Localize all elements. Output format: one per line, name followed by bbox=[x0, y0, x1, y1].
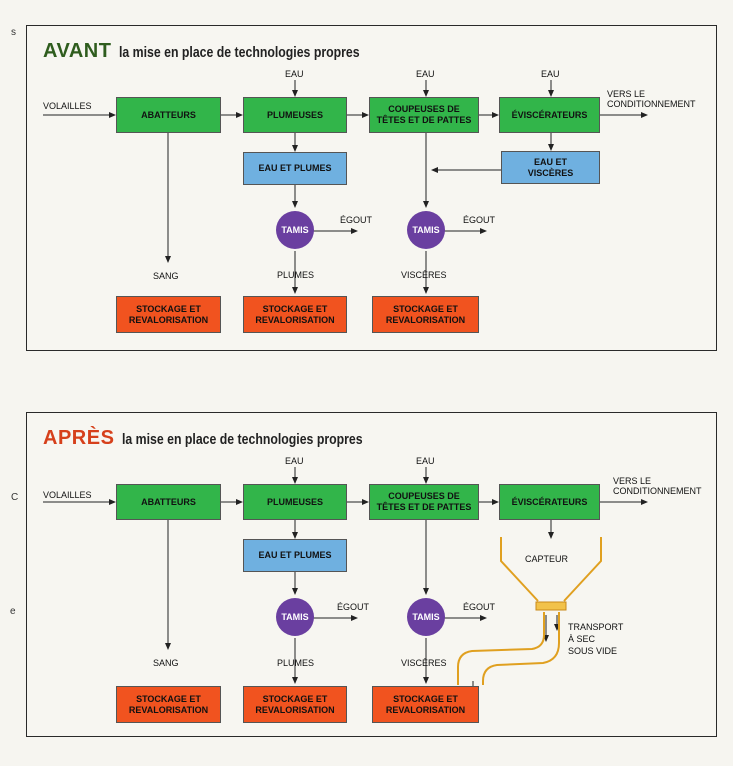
coupeuses-box: COUPEUSES DE TÊTES ET DE PATTES bbox=[369, 97, 479, 133]
avant-title: AVANT la mise en place de technologies pr… bbox=[43, 40, 413, 63]
transport-label: TRANSPORT À SEC SOUS VIDE bbox=[568, 622, 624, 656]
apres-heading: APRÈS bbox=[43, 427, 115, 449]
tamis-circle: TAMIS bbox=[276, 211, 314, 249]
eau-label: EAU bbox=[416, 456, 435, 466]
plumeuses-box: PLUMEUSES bbox=[243, 97, 347, 133]
stockage-box: STOCKAGE ET REVALORISATION bbox=[116, 686, 221, 723]
volailles-label: VOLAILLES bbox=[43, 490, 92, 500]
tamis-circle: TAMIS bbox=[276, 598, 314, 636]
egout-label: ÉGOUT bbox=[463, 602, 496, 612]
vers-conditionnement-label: VERS LE CONDITIONNEMENT bbox=[607, 89, 696, 109]
apres-flow-lines bbox=[43, 467, 648, 696]
plumeuses-box: PLUMEUSES bbox=[243, 484, 347, 520]
tamis-circle: TAMIS bbox=[407, 211, 445, 249]
visceres-label: VISCÈRES bbox=[401, 658, 447, 668]
tamis-circle: TAMIS bbox=[407, 598, 445, 636]
margin-glyph: C bbox=[11, 492, 19, 503]
stockage-box: STOCKAGE ET REVALORISATION bbox=[243, 296, 347, 333]
capteur-label: CAPTEUR bbox=[525, 554, 569, 564]
eau-visceres-box: EAU ET VISCÈRES bbox=[501, 151, 600, 184]
eau-plumes-box: EAU ET PLUMES bbox=[243, 152, 347, 185]
sang-label: SANG bbox=[153, 271, 179, 281]
eviscerateurs-box: ÉVISCÉRATEURS bbox=[499, 484, 600, 520]
abatteurs-box: ABATTEURS bbox=[116, 97, 221, 133]
apres-title: APRÈS la mise en place de technologies pr… bbox=[43, 427, 416, 450]
abatteurs-box: ABATTEURS bbox=[116, 484, 221, 520]
eau-label: EAU bbox=[285, 456, 304, 466]
stockage-box: STOCKAGE ET REVALORISATION bbox=[372, 296, 479, 333]
eau-label: EAU bbox=[285, 69, 304, 79]
margin-glyph: s bbox=[11, 27, 16, 38]
eau-plumes-box: EAU ET PLUMES bbox=[243, 539, 347, 572]
coupeuses-box: COUPEUSES DE TÊTES ET DE PATTES bbox=[369, 484, 479, 520]
volailles-label: VOLAILLES bbox=[43, 101, 92, 111]
avant-flow-lines bbox=[43, 80, 648, 294]
egout-label: ÉGOUT bbox=[337, 602, 370, 612]
egout-label: ÉGOUT bbox=[340, 215, 373, 225]
vers-conditionnement-label: VERS LE CONDITIONNEMENT bbox=[613, 476, 702, 496]
avant-subtitle: la mise en place de technologies propres bbox=[119, 44, 361, 61]
apres-subtitle: la mise en place de technologies propres bbox=[122, 431, 364, 448]
plumes-label: PLUMES bbox=[277, 270, 315, 280]
stockage-box: STOCKAGE ET REVALORISATION bbox=[116, 296, 221, 333]
eau-label: EAU bbox=[416, 69, 435, 79]
egout-label: ÉGOUT bbox=[463, 215, 496, 225]
stockage-box: STOCKAGE ET REVALORISATION bbox=[243, 686, 347, 723]
eau-label: EAU bbox=[541, 69, 560, 79]
stockage-box: STOCKAGE ET REVALORISATION bbox=[372, 686, 479, 723]
plumes-label: PLUMES bbox=[277, 658, 315, 668]
visceres-label: VISCÈRES bbox=[401, 270, 447, 280]
sang-label: SANG bbox=[153, 658, 179, 668]
avant-panel: AVANT la mise en place de technologies pr… bbox=[26, 25, 717, 351]
margin-glyph: e bbox=[10, 606, 16, 617]
eviscerateurs-box: ÉVISCÉRATEURS bbox=[499, 97, 600, 133]
avant-heading: AVANT bbox=[43, 40, 112, 62]
apres-panel: APRÈS la mise en place de technologies pr… bbox=[26, 412, 717, 737]
